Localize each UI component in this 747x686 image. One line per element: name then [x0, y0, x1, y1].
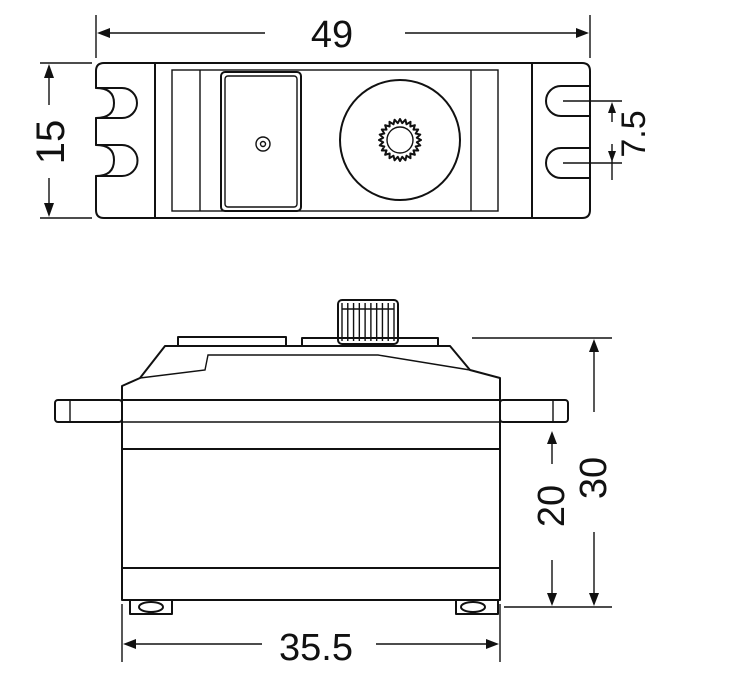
top-plate-left: [177, 336, 287, 347]
bottom-boss-left: [129, 599, 173, 615]
side-spline-teeth: [341, 303, 395, 341]
flange-tab-left: [54, 399, 123, 423]
output-spline-core: [386, 126, 414, 154]
left-ear-slot-lower: [95, 144, 139, 177]
dimension-height-top: 15: [29, 62, 92, 219]
upper-housing-inner: [139, 354, 471, 379]
top-case-outline: [154, 62, 533, 219]
dimension-hole-spacing: 7.5: [563, 100, 653, 180]
top-view: [95, 62, 591, 219]
dimension-total-height: 30: [472, 337, 615, 608]
left-ear-slot-upper: [95, 87, 138, 119]
right-ear-slot-lower: [545, 147, 591, 179]
side-spline-outline: [337, 299, 399, 345]
dimension-length-label: 35.5: [279, 627, 353, 669]
dimension-width-label: 49: [311, 14, 353, 56]
flange-tab-right: [499, 399, 569, 423]
right-mounting-ear: [531, 62, 591, 219]
cover-screw: [255, 136, 271, 152]
dimension-length: 35.5: [121, 604, 501, 669]
cover-window-outer: [220, 71, 302, 212]
dimension-height-top-label: 15: [29, 120, 73, 165]
bottom-screw-left-icon: [138, 601, 164, 613]
dimension-body-height: 20: [531, 431, 573, 606]
output-gear-housing: [339, 79, 461, 201]
dimension-body-height-label: 20: [531, 485, 573, 527]
right-ear-slot-upper: [545, 85, 591, 117]
cover-window-inner: [224, 75, 298, 208]
dimension-hole-spacing-label: 7.5: [615, 110, 653, 157]
dimension-total-height-label: 30: [573, 457, 615, 499]
bottom-screw-right-icon: [460, 601, 486, 613]
main-body: [121, 399, 501, 601]
top-case-inner: [171, 69, 499, 212]
cover-screw-center: [259, 140, 267, 148]
dimension-width: 49: [95, 14, 591, 58]
side-view: [54, 299, 569, 615]
left-mounting-ear: [95, 62, 156, 219]
output-spline-icon: [378, 118, 422, 162]
bottom-boss-right: [455, 599, 499, 615]
